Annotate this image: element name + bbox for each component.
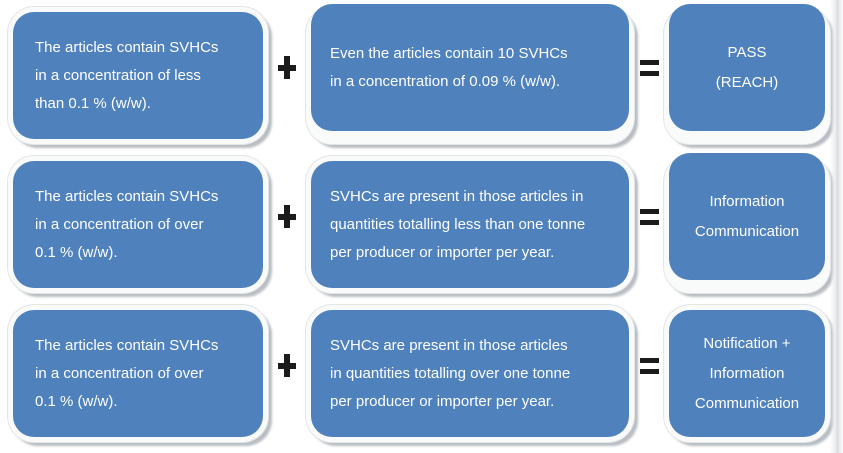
plus-icon	[268, 0, 306, 136]
flow-row-2: The articles contain SVHCs in a concentr…	[8, 153, 843, 293]
condition-box-1-2: Even the articles contain 10 SVHCs in a …	[306, 4, 634, 144]
flow-row-1: The articles contain SVHCs in a concentr…	[8, 4, 843, 144]
result-text: Information Communication	[669, 153, 825, 280]
condition-box-3-1: The articles contain SVHCs in a concentr…	[8, 305, 268, 442]
flow-row-3: The articles contain SVHCs in a concentr…	[8, 305, 843, 442]
result-text: Notification + Information Communication	[669, 310, 825, 437]
plus-icon	[268, 148, 306, 285]
condition-text: Even the articles contain 10 SVHCs in a …	[311, 4, 629, 131]
plus-glyph	[278, 354, 296, 377]
condition-box-3-2: SVHCs are present in those articles in q…	[306, 305, 634, 442]
equals-glyph	[639, 59, 659, 76]
condition-box-2-2: SVHCs are present in those articles in q…	[306, 156, 634, 293]
plus-glyph	[278, 56, 296, 79]
condition-text: SVHCs are present in those articles in q…	[311, 310, 629, 437]
condition-box-2-1: The articles contain SVHCs in a concentr…	[8, 156, 268, 293]
plus-icon	[268, 297, 306, 434]
result-box-1: PASS (REACH)	[664, 4, 830, 144]
equals-icon	[634, 148, 664, 285]
condition-text: SVHCs are present in those articles in q…	[311, 161, 629, 288]
equals-glyph	[639, 357, 659, 374]
condition-text: The articles contain SVHCs in a concentr…	[13, 310, 263, 437]
condition-box-1-1: The articles contain SVHCs in a concentr…	[8, 7, 268, 144]
result-box-3: Notification + Information Communication	[664, 305, 830, 442]
result-text: PASS (REACH)	[669, 4, 825, 131]
condition-text: The articles contain SVHCs in a concentr…	[13, 12, 263, 139]
result-box-2: Information Communication	[664, 153, 830, 293]
equals-glyph	[639, 208, 659, 225]
equals-icon	[634, 0, 664, 136]
plus-glyph	[278, 205, 296, 228]
condition-text: The articles contain SVHCs in a concentr…	[13, 161, 263, 288]
equals-icon	[634, 297, 664, 434]
